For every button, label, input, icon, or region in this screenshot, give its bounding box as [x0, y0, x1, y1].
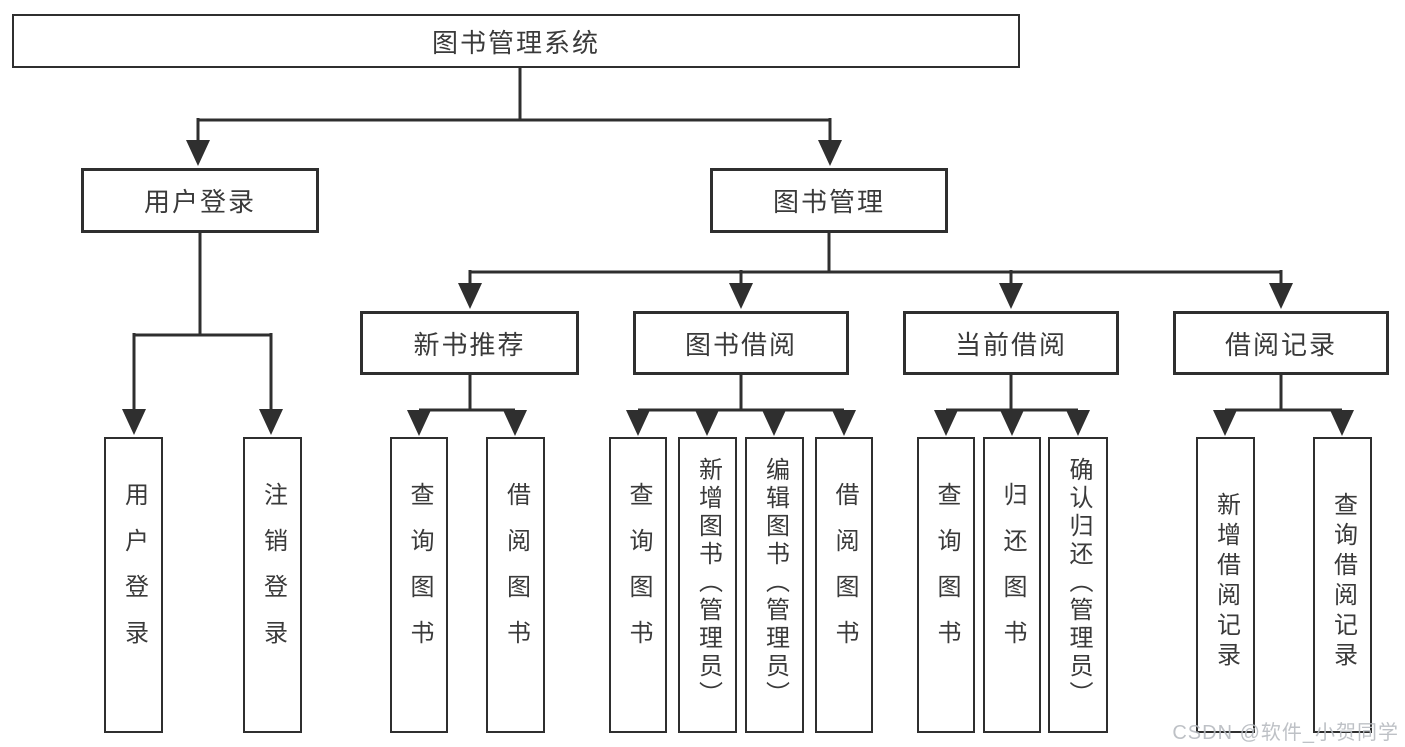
leaf-label: 查询图书: [406, 482, 433, 666]
node-label: 图书管理系统: [431, 27, 600, 58]
node-label: 当前借阅: [954, 329, 1067, 360]
leaf-label: 借阅图书: [502, 482, 530, 666]
node-user-login: 用户登录: [81, 168, 319, 233]
leaf-add-books-admin: 新增图书（管理员）: [678, 437, 737, 733]
leaf-label: 确认归还（管理员）: [1065, 457, 1092, 709]
node-label: 用户登录: [143, 187, 256, 217]
leaf-borrow-books-recommend: 借阅图书: [486, 437, 545, 733]
leaf-label: 注销登录: [259, 482, 287, 666]
connector-borrow-to-leaves: [638, 375, 844, 412]
leaf-label: 新增借阅记录: [1212, 492, 1240, 672]
leaf-logout: 注销登录: [243, 437, 302, 733]
connector-current-to-leaves: [946, 375, 1078, 412]
csdn-watermark: CSDN @软件_小贺同学: [1172, 722, 1399, 744]
node-label: 图书借阅: [684, 329, 797, 360]
leaf-add-borrow-record: 新增借阅记录: [1196, 437, 1255, 733]
node-book-management: 图书管理: [710, 168, 948, 233]
leaf-label: 查询借阅记录: [1329, 492, 1357, 672]
connector-login-to-leaves: [132, 233, 273, 414]
leaf-label: 用户登录: [120, 482, 148, 666]
leaf-label: 借阅图书: [831, 482, 858, 666]
connector-root-to-level1: [196, 68, 832, 144]
connector-newbook-to-leaves: [419, 375, 515, 412]
leaf-query-books-recommend: 查询图书: [390, 437, 448, 733]
node-book-borrowing: 图书借阅: [633, 311, 849, 375]
leaf-label: 查询图书: [933, 482, 960, 666]
leaf-label: 查询图书: [625, 482, 652, 666]
node-library-management-system: 图书管理系统: [12, 14, 1020, 68]
node-borrowing-records: 借阅记录: [1173, 311, 1389, 375]
leaf-label: 新增图书（管理员）: [694, 457, 722, 709]
connector-records-to-leaves: [1225, 375, 1342, 412]
leaf-label: 编辑图书（管理员）: [761, 457, 789, 709]
arrowheads: [122, 140, 1354, 436]
leaf-edit-books-admin: 编辑图书（管理员）: [745, 437, 804, 733]
leaf-query-books-borrow: 查询图书: [609, 437, 667, 733]
leaf-user-login: 用户登录: [104, 437, 163, 733]
leaf-confirm-return-admin: 确认归还（管理员）: [1048, 437, 1108, 733]
leaf-borrow-books: 借阅图书: [815, 437, 873, 733]
leaf-return-books: 归还图书: [983, 437, 1041, 733]
node-label: 图书管理: [772, 187, 885, 217]
node-label: 借阅记录: [1224, 329, 1337, 360]
leaf-query-books-current: 查询图书: [917, 437, 975, 733]
node-new-book-recommendation: 新书推荐: [360, 311, 579, 375]
leaf-label: 归还图书: [999, 482, 1026, 666]
connector-mgmt-to-level2: [468, 233, 1283, 287]
node-label: 新书推荐: [413, 329, 526, 360]
node-current-borrowing: 当前借阅: [903, 311, 1119, 375]
leaf-query-borrow-record: 查询借阅记录: [1313, 437, 1372, 733]
